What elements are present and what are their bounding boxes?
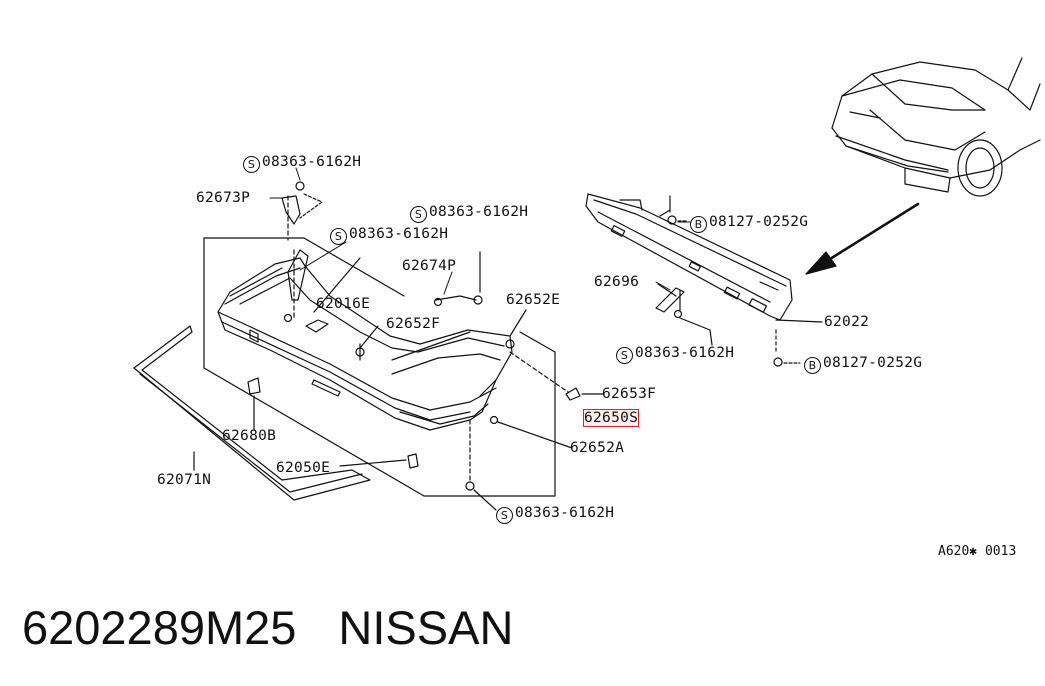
label-62652e: 62652E — [506, 292, 561, 308]
b-circle-icon: B — [804, 357, 821, 374]
label-62652f: 62652F — [386, 316, 441, 332]
label-62050e: 62050E — [276, 460, 331, 476]
label-62650s: 62650S — [582, 409, 640, 427]
part-caption: 6202289M25 NISSAN — [22, 600, 513, 656]
label-62016e: 62016E — [316, 296, 371, 312]
label-62653f: 62653F — [602, 386, 657, 402]
label-62680b: 62680B — [222, 428, 277, 444]
part-number: 6202289M25 — [22, 601, 297, 654]
s-circle-icon: S — [616, 347, 633, 364]
brand-name: NISSAN — [338, 601, 514, 654]
reinforcement-bar-62022 — [585, 193, 823, 367]
direction-arrow — [805, 202, 920, 275]
s-circle-icon: S — [410, 206, 427, 223]
label-62696: 62696 — [594, 274, 640, 290]
b-circle-icon: B — [690, 216, 707, 233]
highlighted-part-62650s: 62650S — [582, 409, 640, 427]
s-circle-icon: S — [496, 507, 513, 524]
leader-lines — [269, 167, 691, 295]
label-62022: 62022 — [824, 314, 870, 330]
label-62674p: 62674P — [402, 258, 457, 274]
label-62652a: 62652A — [570, 440, 625, 456]
diagram-drawing — [133, 57, 1041, 511]
label-62071n: 62071N — [157, 472, 212, 488]
bumper-assembly — [203, 181, 605, 511]
diagram-reference-code: A620✱ 0013 — [938, 544, 1017, 559]
moulding-62071n — [133, 325, 371, 501]
car-illustration — [831, 57, 1041, 197]
s-circle-icon: S — [330, 228, 347, 245]
label-62673p: 62673P — [196, 190, 251, 206]
s-circle-icon: S — [243, 156, 260, 173]
